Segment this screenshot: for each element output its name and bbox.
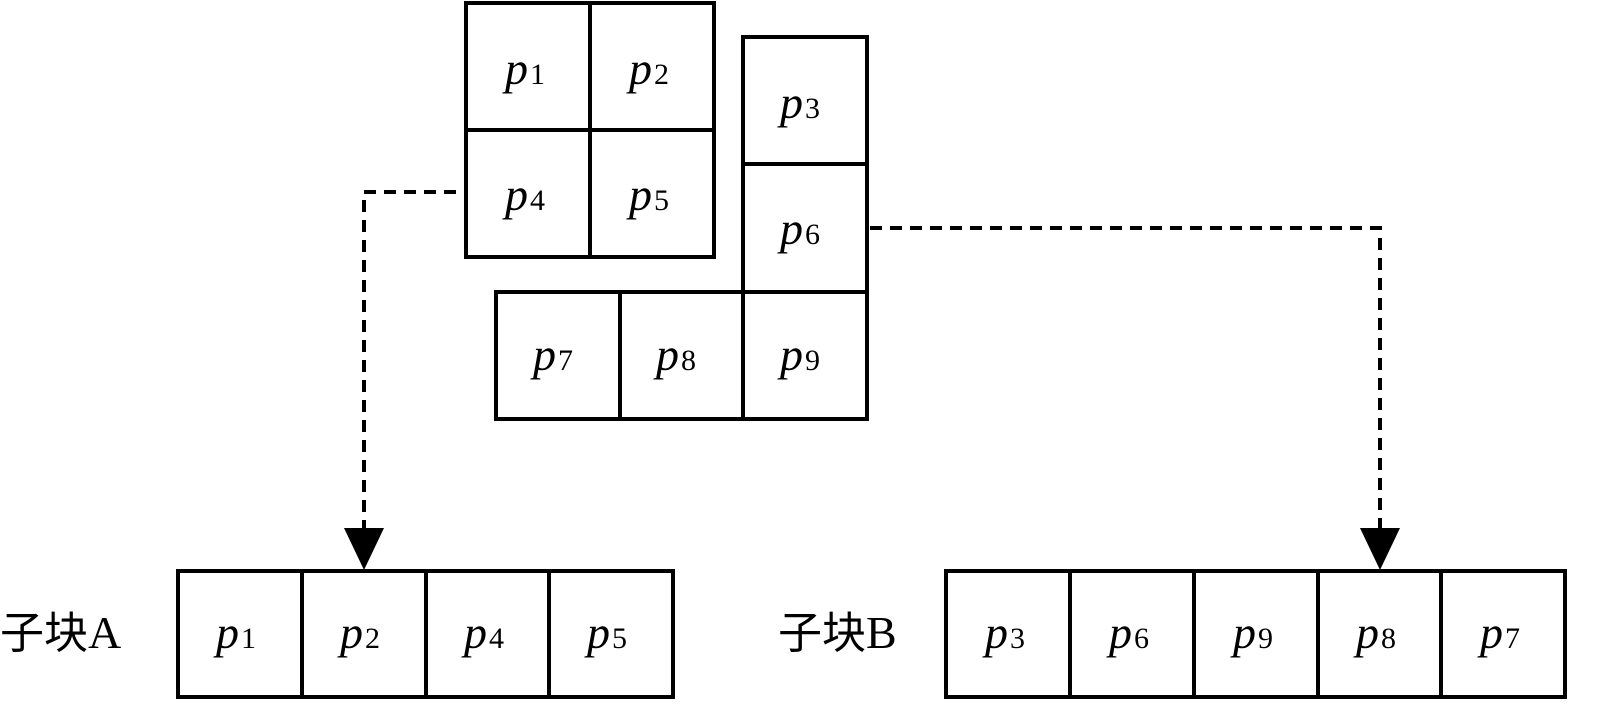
subscript: 6	[1134, 622, 1149, 655]
subscript: 3	[805, 92, 820, 125]
symbol: p	[777, 203, 803, 254]
block-a-cell-p5: p5	[547, 569, 675, 699]
subscript: 8	[1381, 622, 1396, 655]
symbol: p	[777, 77, 803, 128]
symbol: p	[1230, 607, 1256, 658]
svg-text:p1: p1	[502, 43, 545, 94]
symbol: p	[502, 169, 528, 220]
subscript: 4	[489, 622, 504, 655]
svg-text:p3: p3	[777, 77, 820, 128]
cluster-cell-p7: p7	[494, 290, 622, 421]
svg-text:p2: p2	[626, 43, 669, 94]
block-a-label-text: 子块	[0, 608, 88, 659]
dashed-arrow-to-a	[362, 190, 456, 530]
svg-text:p2: p2	[337, 607, 380, 658]
block-a-cell-p2: p2	[300, 569, 428, 699]
symbol: p	[982, 607, 1008, 658]
svg-text:p7: p7	[1477, 607, 1520, 658]
block-a-letter: A	[88, 607, 121, 658]
svg-text:p6: p6	[777, 203, 820, 254]
subscript: 1	[241, 622, 256, 655]
svg-text:p3: p3	[982, 607, 1025, 658]
svg-text:p4: p4	[461, 607, 504, 658]
block-b-label-text: 子块	[778, 608, 866, 659]
subscript: 4	[530, 184, 545, 217]
symbol: p	[337, 607, 363, 658]
arrowhead-b-icon	[1360, 528, 1400, 570]
subscript: 5	[612, 622, 627, 655]
svg-text:p5: p5	[584, 607, 627, 658]
svg-text:p9: p9	[777, 329, 820, 380]
symbol: p	[777, 329, 803, 380]
block-a-cell-p4: p4	[424, 569, 551, 699]
svg-text:p8: p8	[1353, 607, 1396, 658]
svg-text:p8: p8	[653, 329, 696, 380]
symbol: p	[584, 607, 610, 658]
cluster-cell-p5: p5	[588, 128, 716, 259]
symbol: p	[626, 169, 652, 220]
subscript: 6	[805, 218, 820, 251]
symbol: p	[1477, 607, 1503, 658]
block-b-cell-p8: p8	[1316, 569, 1443, 699]
svg-text:p1: p1	[213, 607, 256, 658]
block-b-cell-p6: p6	[1068, 569, 1196, 699]
block-b-label: 子块B	[778, 607, 897, 659]
symbol: p	[502, 43, 528, 94]
svg-text:p6: p6	[1106, 607, 1149, 658]
block-b-cell-p7: p7	[1439, 569, 1567, 699]
symbol: p	[1353, 607, 1379, 658]
subscript: 9	[805, 344, 820, 377]
block-b-cell-p3: p3	[944, 569, 1072, 699]
subscript: 5	[654, 184, 669, 217]
block-a-cell-p1: p1	[176, 569, 304, 699]
svg-text:p4: p4	[502, 169, 545, 220]
block-a-label: 子块A	[0, 607, 121, 659]
symbol: p	[626, 43, 652, 94]
block-b-cell-p9: p9	[1192, 569, 1320, 699]
subscript: 8	[681, 344, 696, 377]
symbol: p	[1106, 607, 1132, 658]
subscript: 2	[365, 622, 380, 655]
subscript: 7	[558, 344, 573, 377]
block-b-letter: B	[866, 607, 897, 658]
svg-text:p5: p5	[626, 169, 669, 220]
symbol: p	[461, 607, 487, 658]
subscript: 1	[530, 58, 545, 91]
subscript: 9	[1258, 622, 1273, 655]
cluster-cell-p1: p1	[464, 1, 592, 132]
symbol: p	[213, 607, 239, 658]
cluster-cell-p4: p4	[464, 128, 592, 259]
cluster-cell-p9: p9	[741, 290, 869, 421]
cluster-cell-p8: p8	[618, 290, 745, 421]
symbol: p	[530, 329, 556, 380]
subscript: 3	[1010, 622, 1025, 655]
subscript: 2	[654, 58, 669, 91]
symbol: p	[653, 329, 679, 380]
cluster-cell-p2: p2	[588, 1, 716, 132]
arrowhead-a-icon	[344, 528, 384, 570]
subscript: 7	[1505, 622, 1520, 655]
svg-text:p7: p7	[530, 329, 573, 380]
cluster-cell-p6: p6	[741, 162, 869, 294]
dashed-arrow-to-b	[870, 226, 1382, 530]
svg-text:p9: p9	[1230, 607, 1273, 658]
cluster-cell-p3: p3	[741, 35, 869, 166]
